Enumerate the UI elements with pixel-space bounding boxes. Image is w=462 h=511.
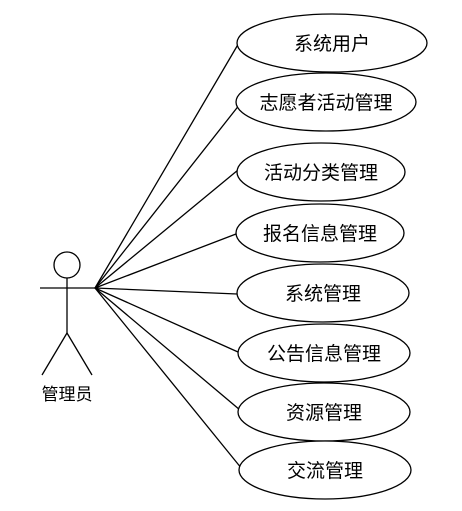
actor-head <box>53 251 81 279</box>
use-case-6[interactable]: 公告信息管理 <box>237 323 411 383</box>
actor-label: 管理员 <box>42 385 93 405</box>
association-line <box>94 233 237 289</box>
use-case-label: 资源管理 <box>286 402 362 424</box>
actor-figure[interactable]: 管理员 <box>40 251 95 405</box>
association-line <box>94 287 238 295</box>
use-case-label: 报名信息管理 <box>263 223 377 245</box>
use-case-1[interactable]: 系统用户 <box>236 13 428 73</box>
use-case-ellipse <box>236 13 428 73</box>
actor-left-leg <box>41 332 68 376</box>
use-case-7[interactable]: 资源管理 <box>237 382 411 442</box>
use-case-label: 志愿者活动管理 <box>259 92 392 114</box>
use-case-ellipse <box>237 323 411 383</box>
association-line <box>94 287 243 470</box>
actor-right-leg <box>66 332 93 376</box>
use-case-label: 活动分类管理 <box>264 162 378 184</box>
use-case-label: 系统用户 <box>294 33 370 55</box>
association-lines <box>94 35 244 470</box>
association-line <box>94 35 244 289</box>
use-case-ellipse <box>235 203 405 263</box>
use-case-8[interactable]: 交流管理 <box>238 440 412 500</box>
association-line <box>94 103 241 289</box>
association-line <box>94 169 239 289</box>
use-case-3[interactable]: 活动分类管理 <box>236 142 406 202</box>
association-line <box>94 287 239 353</box>
use-case-ellipse <box>238 440 412 500</box>
use-case-ellipse <box>236 142 406 202</box>
association-line <box>94 287 241 411</box>
use-case-5[interactable]: 系统管理 <box>236 263 410 323</box>
use-case-ellipse <box>236 263 410 323</box>
use-case-2[interactable]: 志愿者活动管理 <box>235 72 417 132</box>
use-case-label: 系统管理 <box>285 283 361 305</box>
use-case-label: 交流管理 <box>287 460 363 482</box>
use-case-4[interactable]: 报名信息管理 <box>235 203 405 263</box>
use-case-label: 公告信息管理 <box>267 343 381 365</box>
use-case-ellipse <box>235 72 417 132</box>
